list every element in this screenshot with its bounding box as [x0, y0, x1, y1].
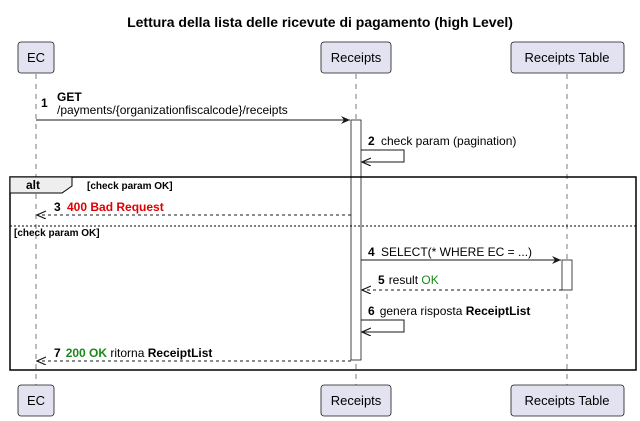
activation-receipts-table [561, 259, 573, 291]
participant-ec-bottom: EC [17, 384, 55, 417]
message-prefix: result [389, 273, 422, 287]
message-4: 4 SELECT(* WHERE EC = ...) [361, 245, 561, 264]
message-3: 3 400 Bad Request [37, 200, 351, 215]
message-label: 5 result OK [378, 273, 439, 287]
status-code: 200 OK [66, 346, 108, 360]
participant-receipts-table-bottom: Receipts Table [510, 384, 625, 417]
diagram-title: Lettura della lista delle ricevute di pa… [127, 14, 513, 30]
alt-frame: alt [check param OK] [check param OK] [9, 176, 637, 371]
participant-receipts-bottom: Receipts [320, 384, 392, 417]
participant-label: Receipts Table [524, 50, 609, 65]
message-label: 7 200 OK ritorna ReceiptList [54, 346, 212, 360]
alt-guard-2: [check param OK] [14, 228, 100, 239]
message-path: /payments/{organizationfiscalcode}/recei… [57, 103, 288, 117]
message-number: 7 [54, 346, 61, 360]
participant-receipts-top: Receipts [320, 41, 392, 74]
message-method: GET [57, 90, 82, 104]
message-label: SELECT(* WHERE EC = ...) [381, 245, 532, 259]
self-arrow [361, 319, 405, 332]
alt-keyword: alt [26, 178, 40, 192]
message-label: check param (pagination) [381, 134, 516, 148]
message-prefix: genera risposta [380, 304, 466, 318]
activation-receipts [350, 119, 362, 361]
message-number: 5 [378, 273, 385, 287]
participant-label: Receipts [331, 50, 382, 65]
participant-label: Receipts Table [524, 393, 609, 408]
participant-label: EC [27, 393, 45, 408]
participant-receipts-table-top: Receipts Table [510, 41, 625, 74]
message-strong: ReceiptList [466, 304, 531, 318]
alt-guard-1: [check param OK] [87, 181, 173, 192]
message-2: 2 check param (pagination) [361, 134, 516, 162]
message-number: 6 [368, 304, 375, 318]
message-strong: ReceiptList [148, 346, 213, 360]
message-6: 6 genera risposta ReceiptList [361, 304, 530, 332]
message-7: 7 200 OK ritorna ReceiptList [37, 346, 351, 361]
message-5: 5 result OK [362, 273, 562, 290]
status-ok: OK [421, 273, 438, 287]
message-number: 1 [41, 96, 48, 110]
participant-label: EC [27, 50, 45, 65]
participant-ec-top: EC [17, 41, 55, 74]
participant-label: Receipts [331, 393, 382, 408]
message-number: 4 [368, 245, 375, 259]
message-1: 1 GET /payments/{organizationfiscalcode}… [36, 90, 350, 124]
message-number: 2 [368, 134, 375, 148]
message-label: 6 genera risposta ReceiptList [368, 304, 530, 318]
message-label-error: 400 Bad Request [67, 200, 164, 214]
message-number: 3 [54, 200, 61, 214]
self-arrow [361, 149, 405, 162]
message-mid: ritorna [107, 346, 148, 360]
